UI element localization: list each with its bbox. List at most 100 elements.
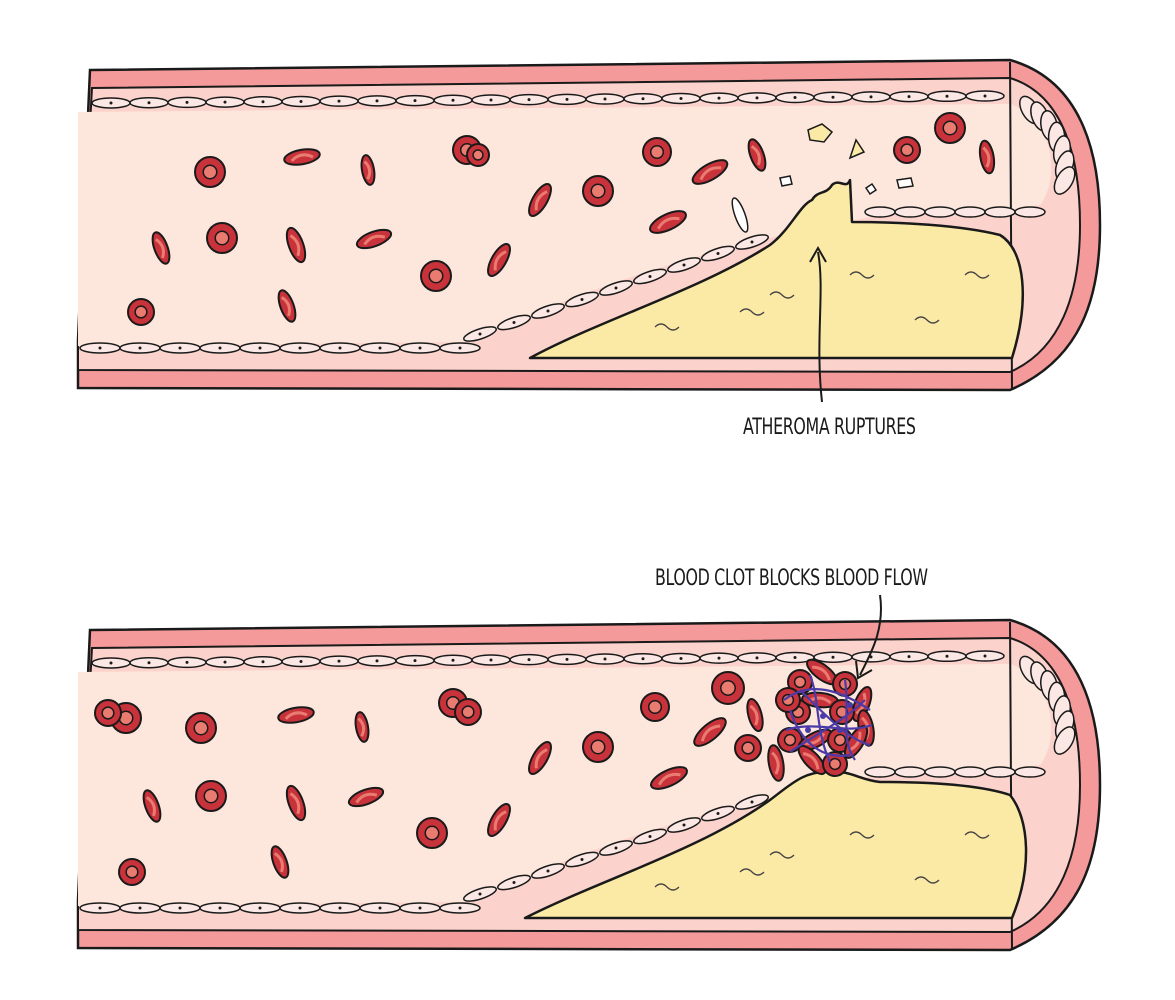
red-blood-cell-icon: [347, 786, 385, 808]
cell-nucleus: [258, 906, 262, 910]
rbc-center: [534, 190, 548, 211]
rbc-center: [699, 166, 722, 181]
red-blood-cell-icon: [528, 183, 552, 217]
cell-nucleus: [109, 661, 113, 665]
plaque-squiggle: [769, 291, 795, 299]
red-blood-cell-icon: [711, 671, 745, 705]
endothelium-bottom: [79, 902, 481, 914]
cell-nucleus: [679, 656, 683, 660]
atheroma-plaque: [528, 178, 1024, 360]
cell-nucleus: [478, 892, 482, 896]
platelet: [805, 727, 811, 733]
red-blood-cell-icon: [277, 289, 297, 323]
red-blood-cell-icon: [640, 692, 670, 722]
red-blood-cell-icon: [127, 298, 155, 326]
red-blood-cell-icon: [582, 175, 614, 207]
cell-nucleus: [451, 658, 455, 662]
rbc-center: [357, 717, 366, 737]
red-blood-cell-icon: [277, 706, 315, 724]
rbc-center: [289, 234, 301, 257]
cell-nucleus: [716, 812, 720, 815]
rbc-center: [741, 741, 755, 755]
cell-nucleus: [489, 98, 493, 102]
cell-nucleus: [682, 823, 686, 827]
cell-nucleus: [337, 99, 341, 103]
endothelium-top: [91, 650, 1005, 669]
cell-nucleus: [831, 95, 835, 99]
red-blood-cell-icon: [746, 697, 764, 733]
cell-nucleus: [413, 99, 417, 103]
plaque-squiggle: [739, 868, 765, 876]
red-blood-cell-icon: [978, 139, 996, 175]
cell-nucleus: [478, 332, 482, 336]
red-blood-cell-icon: [934, 112, 966, 144]
cell-nucleus: [98, 346, 102, 350]
rbc-center: [214, 230, 230, 246]
endothelial-cell: [864, 206, 896, 218]
rbc-center: [700, 724, 721, 742]
arrow-head: [855, 660, 873, 680]
endothelial-cell: [954, 766, 986, 778]
red-blood-cell-icon: [734, 734, 762, 762]
red-blood-cell-icon: [487, 243, 511, 277]
cell-nucleus: [546, 869, 550, 873]
endothelial-cell: [984, 766, 1016, 778]
cell-nucleus: [907, 655, 911, 659]
cell-nucleus: [983, 94, 987, 98]
red-blood-cell-icon: [650, 766, 688, 790]
rbc-center: [804, 732, 826, 745]
rbc-center: [900, 143, 914, 157]
rbc-center: [203, 788, 219, 804]
artery-lumen: [78, 664, 1052, 906]
debris-fragment: [731, 197, 749, 233]
debris-fragment: [848, 138, 866, 160]
cell-nucleus: [641, 657, 645, 661]
rbc-center: [982, 146, 991, 168]
rbc-center: [649, 144, 665, 160]
red-blood-cell-icon: [285, 784, 307, 822]
fibrin-strand: [799, 689, 871, 747]
cell-nucleus: [512, 321, 516, 324]
cell-nucleus: [682, 263, 686, 267]
endothelium-curve: [1019, 95, 1076, 195]
artery-lumen: [78, 104, 1052, 346]
cell-nucleus: [603, 657, 607, 661]
rbc-center: [802, 751, 820, 770]
rbc-center: [273, 852, 284, 873]
rbc-center: [828, 757, 842, 771]
platelet: [820, 713, 826, 719]
platelet: [837, 727, 843, 733]
cell-nucleus: [793, 656, 797, 660]
red-blood-cell-icon: [416, 817, 448, 849]
cell-nucleus: [869, 95, 873, 99]
red-blood-cell-icon: [420, 260, 452, 292]
cell-nucleus: [641, 97, 645, 101]
cell-nucleus: [261, 660, 265, 664]
platelet: [847, 702, 853, 708]
panel-atheroma-rupture: [76, 58, 1102, 403]
cell-nucleus: [546, 309, 550, 313]
cell-nucleus: [338, 346, 342, 350]
arrow-shaft: [859, 594, 882, 676]
label-atheroma-ruptures: ATHEROMA RUPTURES: [743, 415, 916, 440]
plaque-squiggle: [739, 308, 765, 316]
endothelium-curve: [1019, 655, 1076, 755]
rbc-center: [793, 675, 807, 689]
red-blood-cells: [94, 671, 785, 886]
red-blood-cell-icon: [151, 231, 171, 265]
rbc-center: [202, 164, 218, 180]
endothelial-cell: [894, 766, 926, 778]
cell-nucleus: [378, 346, 382, 350]
cell-nucleus: [945, 94, 949, 98]
cell-nucleus: [338, 906, 342, 910]
rbc-center: [493, 810, 507, 831]
red-blood-cell-icon: [206, 222, 238, 254]
cell-nucleus: [413, 659, 417, 663]
cell-nucleus: [512, 881, 516, 884]
cell-nucleus: [793, 96, 797, 100]
red-blood-cell-icon: [528, 741, 552, 775]
endothelial-cell: [894, 206, 926, 218]
cell-nucleus: [418, 906, 422, 910]
debris-fragment: [779, 175, 793, 187]
red-blood-cell-icon: [787, 669, 813, 695]
